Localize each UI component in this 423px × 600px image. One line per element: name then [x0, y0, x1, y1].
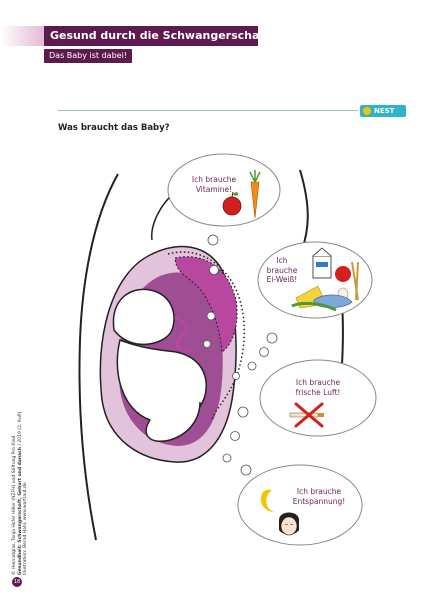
- bubble-luft-line-2: frische Luft!: [295, 387, 341, 397]
- body-outline-left: [78, 173, 119, 541]
- bubble-luft-text: Ich brauche frische Luft!: [286, 378, 350, 397]
- moon-icon: [260, 489, 274, 512]
- credit-text: © Heimatglas, Tanja Hofer Hiller (NZFH) …: [12, 395, 29, 575]
- section-question: Was braucht das Baby?: [58, 123, 170, 133]
- bubble-entspannung-text: Ich brauche Entspannung!: [282, 487, 356, 506]
- fruit-icon: [335, 266, 351, 282]
- bubble-vitamine-line-1: Ich brauche: [191, 175, 237, 184]
- nest-logo-text: NEST: [374, 107, 395, 115]
- apple-icon: [222, 191, 242, 216]
- bubble-entspannung: [237, 464, 363, 546]
- bubble-vitamine: [167, 153, 281, 227]
- bubble-eiweiss-text: Ich brauche Ei-Weiß!: [262, 256, 302, 285]
- milk-carton-icon: [312, 247, 332, 279]
- bubble-eiweiss-line-1: Ich: [276, 256, 288, 265]
- bubble-entspannung-line-1: Ich brauche: [296, 487, 342, 496]
- nest-logo: NEST: [360, 105, 406, 117]
- placenta: [174, 256, 238, 353]
- baby-head: [112, 288, 175, 346]
- sleeping-woman-icon: [279, 512, 299, 536]
- page-subtitle: Das Baby ist dabei!: [44, 49, 132, 63]
- credit-edition: / 2019 (2. Aufl): [17, 411, 23, 446]
- baby-body: [116, 338, 207, 424]
- grain-icon: [351, 261, 359, 301]
- body-outline-right-top: [299, 169, 309, 251]
- bubble-vitamine-text: Ich brauche Vitamine!: [186, 175, 242, 194]
- vegetables-icon: [291, 301, 337, 312]
- page-title: Gesund durch die Schwangerschaft: [44, 26, 269, 46]
- bubble-eiweiss-line-3: Ei-Weiß!: [266, 275, 298, 284]
- bubble-luft: [259, 359, 377, 437]
- bubble-eiweiss-line-2: brauche: [266, 265, 298, 275]
- page-number: 18: [12, 577, 22, 587]
- nest-logo-icon: [363, 107, 371, 115]
- carrot-icon: [249, 170, 261, 219]
- bubble-dots-path: [203, 234, 278, 476]
- no-smoking-icon: [289, 402, 324, 428]
- baby-legs: [145, 401, 201, 442]
- bubble-entspannung-line-2: Entspannung!: [292, 496, 346, 506]
- divider-line: [58, 110, 358, 111]
- umbilical-cord: [174, 316, 192, 352]
- credit-line-3: Illustration: Bernd Hahl, www.wortlaut.d…: [23, 482, 28, 575]
- bubble-vitamine-line-2: Vitamine!: [195, 184, 233, 194]
- credit-book-title: Gesundheit: Schwangerschaft, Geburt und …: [17, 446, 23, 575]
- bubble-luft-line-1: Ich brauche: [295, 378, 341, 387]
